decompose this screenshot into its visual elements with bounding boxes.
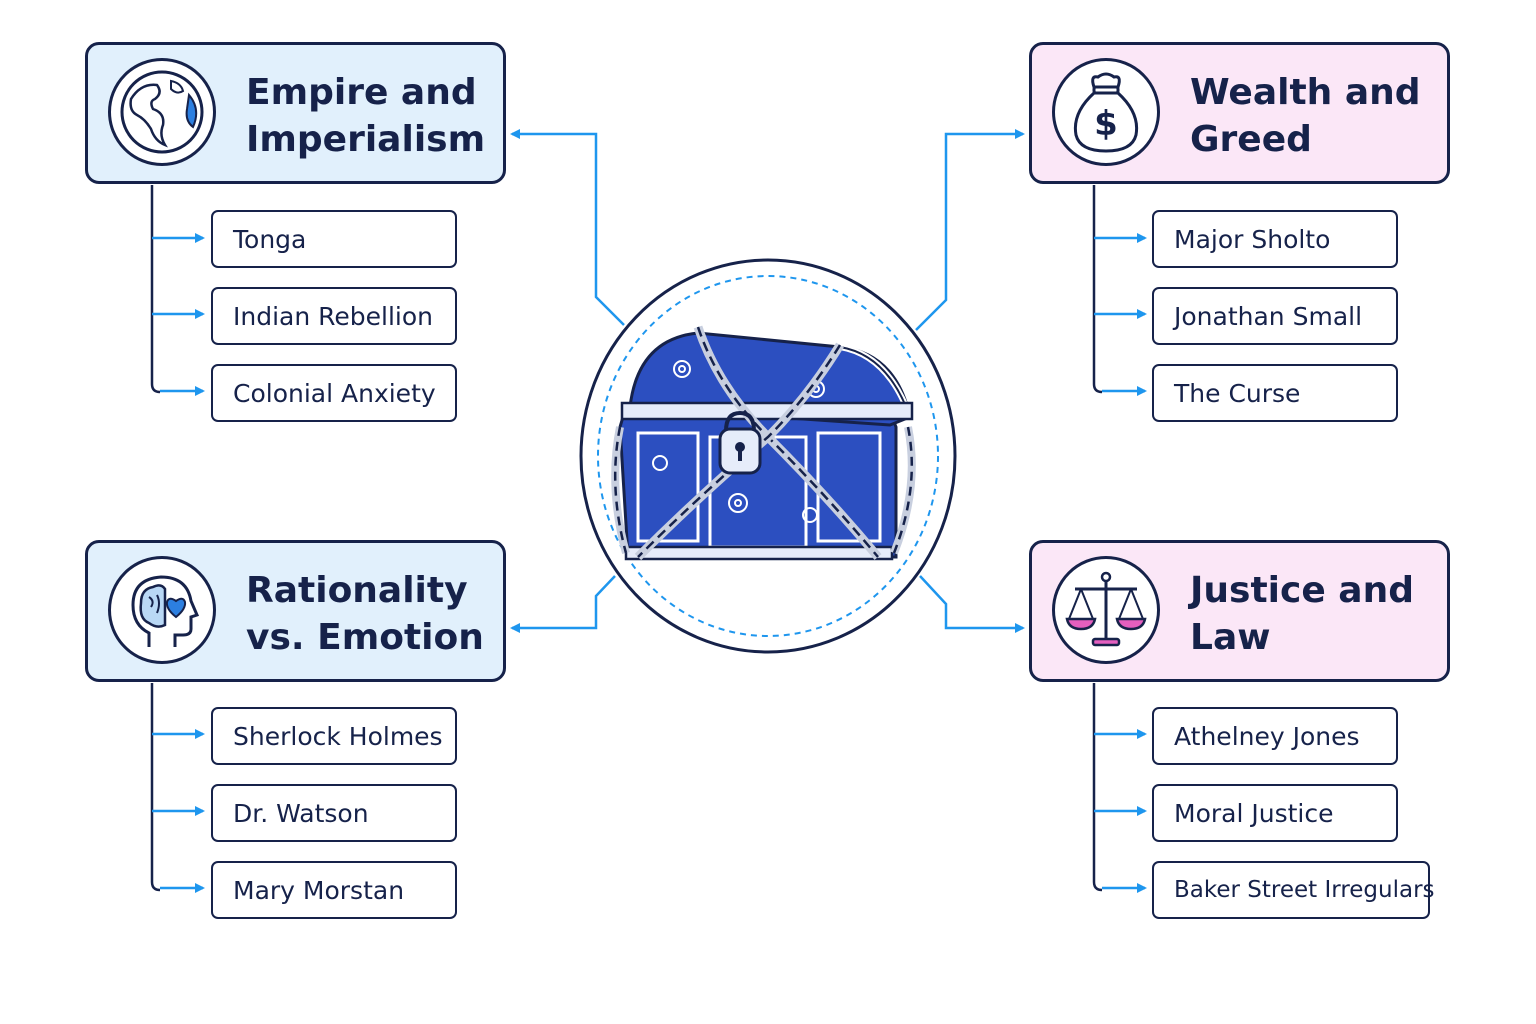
item-the-curse[interactable]: The Curse xyxy=(1152,364,1398,422)
item-athelney-jones[interactable]: Athelney Jones xyxy=(1152,707,1398,765)
branch-empire xyxy=(150,185,161,394)
theme-empire[interactable]: Empire and Imperialism xyxy=(85,42,506,184)
item-major-sholto[interactable]: Major Sholto xyxy=(1152,210,1398,268)
svg-text:$: $ xyxy=(1094,104,1118,144)
item-moral-justice[interactable]: Moral Justice xyxy=(1152,784,1398,842)
theme-title: Rationality vs. Emotion xyxy=(246,570,484,658)
locked-treasure-chest-icon xyxy=(611,325,916,561)
item-sherlock-holmes[interactable]: Sherlock Holmes xyxy=(211,707,457,765)
item-jonathan-small[interactable]: Jonathan Small xyxy=(1152,287,1398,345)
branch-wealth xyxy=(1092,185,1103,394)
branch-justice xyxy=(1092,683,1103,892)
item-baker-street-irregulars[interactable]: Baker Street Irregulars xyxy=(1152,861,1435,919)
item-colonial-anxiety[interactable]: Colonial Anxiety xyxy=(211,364,457,422)
theme-justice[interactable]: Justice and Law xyxy=(1029,540,1450,682)
theme-title: Empire and Imperialism xyxy=(246,72,486,160)
item-tonga[interactable]: Tonga xyxy=(211,210,457,268)
theme-title: Justice and Law xyxy=(1190,570,1414,658)
connector-wealth xyxy=(915,129,1025,331)
connector-justice xyxy=(919,575,1025,633)
theme-wealth[interactable]: $ Wealth and Greed xyxy=(1029,42,1450,184)
item-dr-watson[interactable]: Dr. Watson xyxy=(211,784,457,842)
connector-empire xyxy=(510,129,625,326)
theme-title: Wealth and Greed xyxy=(1190,72,1421,160)
item-indian-rebellion[interactable]: Indian Rebellion xyxy=(211,287,457,345)
scales-of-justice-icon xyxy=(1052,556,1160,664)
money-bag-icon: $ xyxy=(1052,58,1160,166)
theme-rationality[interactable]: Rationality vs. Emotion xyxy=(85,540,506,682)
branch-rationality xyxy=(150,683,161,892)
central-hub xyxy=(579,258,957,654)
item-mary-morstan[interactable]: Mary Morstan xyxy=(211,861,457,919)
globe-icon xyxy=(108,58,216,166)
connector-rationality xyxy=(510,575,616,633)
head-brain-heart-icon xyxy=(108,556,216,664)
